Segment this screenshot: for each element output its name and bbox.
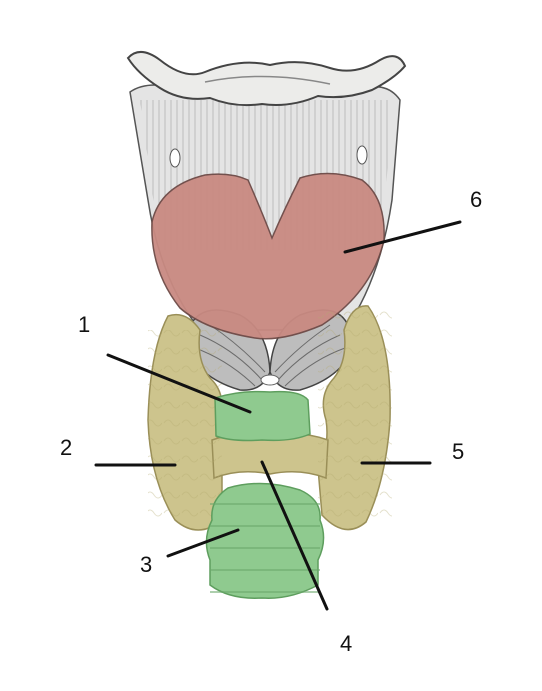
leader-line-6 (343, 220, 462, 254)
leader-line-4 (260, 460, 329, 611)
label-5: 5 (452, 439, 465, 464)
leader-lines (94, 220, 462, 611)
leader-line-1 (106, 353, 252, 414)
foramen-left (169, 148, 181, 168)
leader-line-3 (166, 528, 240, 558)
hyoid-bone (126, 51, 407, 107)
cricoid-highlight (214, 390, 311, 442)
foramen-right (356, 145, 368, 165)
label-2: 2 (60, 435, 73, 460)
label-3: 3 (140, 552, 153, 577)
label-1: 1 (78, 312, 91, 337)
label-4: 4 (340, 631, 353, 656)
label-6: 6 (470, 187, 483, 212)
thyroid-cartilage (151, 172, 385, 340)
